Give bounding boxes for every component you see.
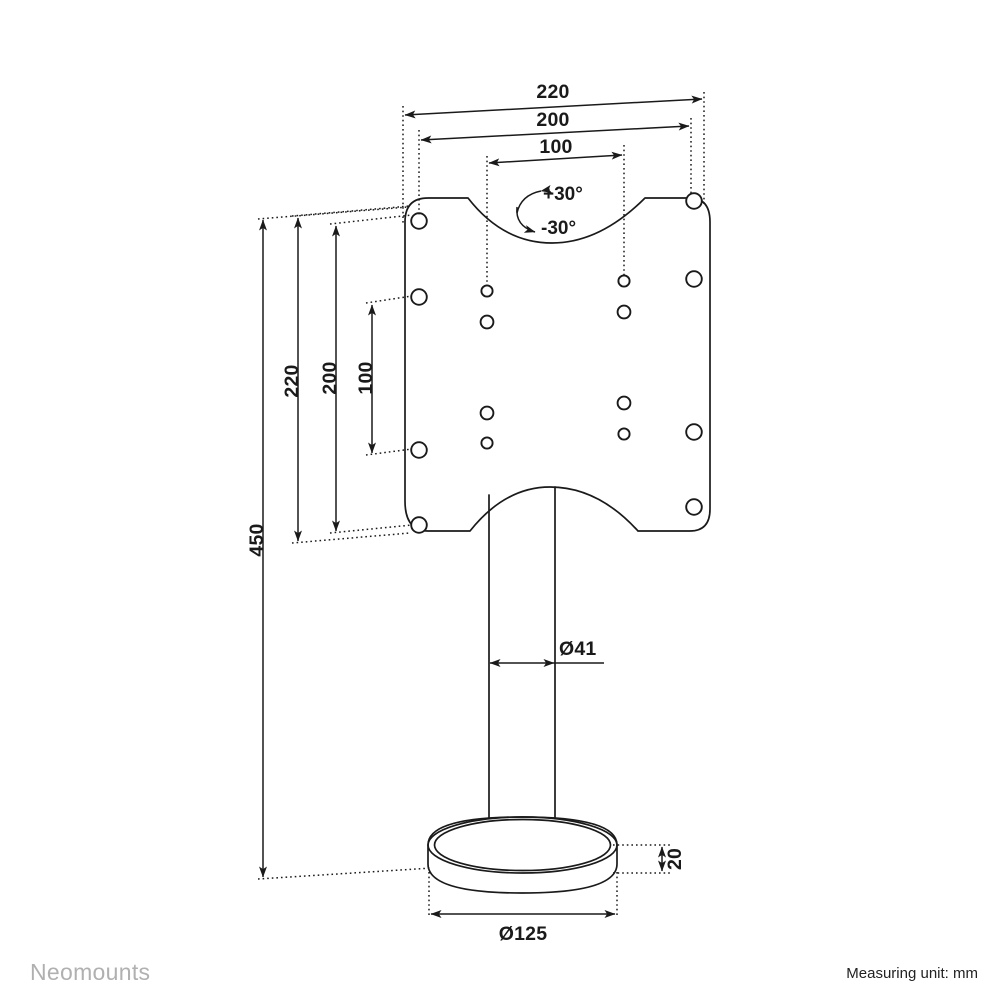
dimlabel-height-450: 450 xyxy=(246,523,268,556)
column-group xyxy=(488,486,556,850)
tilt-up-label: +30° xyxy=(543,184,583,205)
vesa-inner-hole-bottom-left xyxy=(480,436,494,450)
ext-v450-bottom xyxy=(257,867,433,880)
dimlabel-height-100: 100 xyxy=(355,361,377,394)
vesa-hole-top-left xyxy=(410,212,428,230)
base-thickness-dimension: 20 xyxy=(613,844,686,874)
base-top-inner-rim xyxy=(433,818,612,872)
vesa-inner-hole-bottom-right xyxy=(617,427,631,441)
dimlabel-height-220: 220 xyxy=(281,364,303,397)
tilt-angle-annotation: +30° -30° xyxy=(516,184,583,239)
tilt-down-label: -30° xyxy=(541,218,576,239)
ext-v220-bottom xyxy=(291,532,411,544)
vesa-hole-upper-left xyxy=(410,288,428,306)
vesa-inner-hole-top-right xyxy=(617,274,631,288)
vesa-hole-top-right xyxy=(685,192,703,210)
vesa-hole-lower-right xyxy=(685,423,703,441)
brand-logo-text: Neomounts xyxy=(30,959,151,985)
ext-v220-top xyxy=(291,205,411,217)
ext-v100-top xyxy=(365,295,413,304)
dimline-width-220 xyxy=(404,95,703,119)
dimline-width-200 xyxy=(420,122,690,144)
vesa-inner-hole-mid-left xyxy=(479,314,495,330)
vesa-hole-upper-right xyxy=(685,270,703,288)
base-top-ellipse xyxy=(427,816,618,874)
ext-v200-bottom xyxy=(329,524,413,534)
dimlabel-base-thickness: 20 xyxy=(664,848,686,870)
dimlabel-column-diameter: Ø41 xyxy=(559,638,596,660)
base-diameter-dimension: Ø125 xyxy=(428,872,618,945)
left-vertical-dimensions: 450 220 200 100 xyxy=(246,205,433,880)
vesa-plate-outline xyxy=(404,197,711,532)
top-horizontal-dimensions: 220 200 100 xyxy=(402,81,705,286)
measuring-unit-note: Measuring unit: mm xyxy=(846,965,978,982)
vesa-inner-hole-top-left xyxy=(480,284,494,298)
vesa-inner-hole-mid-right xyxy=(616,304,632,320)
dimlabel-height-200: 200 xyxy=(319,361,341,394)
vesa-plate-group xyxy=(404,192,711,534)
dimline-width-100 xyxy=(488,151,623,167)
dimlabel-width-100: 100 xyxy=(539,136,572,158)
dimlabel-base-diameter: Ø125 xyxy=(499,923,548,945)
vesa-hole-bottom-left xyxy=(410,516,428,534)
ext-v100-bottom xyxy=(365,448,413,456)
tilt-arc-down-icon xyxy=(516,206,536,233)
base-body-outline xyxy=(427,816,618,894)
vesa-hole-bottom-right xyxy=(685,498,703,516)
dimlabel-width-220: 220 xyxy=(536,81,569,103)
vesa-inner-hole-low-right xyxy=(616,395,632,411)
tilt-arc-up-icon xyxy=(516,185,553,214)
base-group xyxy=(427,816,618,894)
vesa-hole-lower-left xyxy=(410,441,428,459)
dimlabel-width-200: 200 xyxy=(536,109,569,131)
column-diameter-dimension: Ø41 xyxy=(489,638,604,667)
ext-v450-top xyxy=(257,206,409,220)
ext-v200-top xyxy=(329,214,413,225)
vesa-inner-hole-low-left xyxy=(479,405,495,421)
